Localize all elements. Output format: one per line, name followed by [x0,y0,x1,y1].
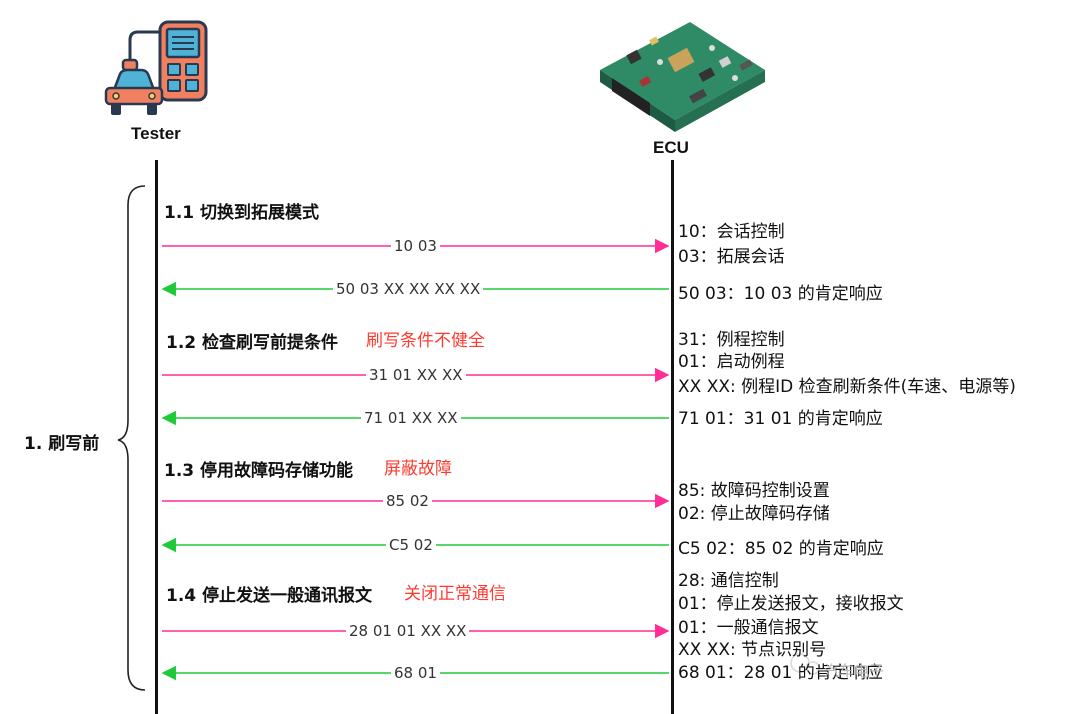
ecu-label: ECU [653,138,689,157]
ecu-lifeline [671,160,674,714]
step-title: 1.1 切换到拓展模式 [164,203,320,223]
request-label: 28 01 01 XX XX [346,622,470,640]
phase-label: 1. 刷写前 [24,434,100,454]
step-note: 关闭正常通信 [404,584,506,604]
request-label: 31 01 XX XX [366,366,466,384]
response-annotation: C5 02：85 02 的肯定响应 [678,539,884,559]
response-annotation: 50 03：10 03 的肯定响应 [678,284,883,304]
step-title: 1.3 停用故障码存储功能 [164,461,354,481]
step-title: 1.2 检查刷写前提条件 [166,333,339,353]
ecu-circuit-board-icon [600,22,765,132]
response-label: C5 02 [386,536,436,554]
request-annotation: XX XX: 节点识别号 [678,640,827,660]
request-annotation: 31：例程控制 [678,330,785,350]
request-label: 10 03 [391,237,440,255]
request-annotation: 03：拓展会话 [678,247,785,267]
tester-label: Tester [131,124,181,143]
response-label: 68 01 [391,664,440,682]
step-title: 1.4 停止发送一般通讯报文 [166,586,373,606]
watermark-text: 汽车电子 [824,662,885,680]
car-diagnostic-tester-icon [104,20,208,115]
request-annotation: 28: 通信控制 [678,571,779,591]
tester-lifeline [155,160,158,714]
request-annotation: 01：一般通信报文 [678,618,819,638]
response-label: 71 01 XX XX [361,409,461,427]
request-annotation: 85: 故障码控制设置 [678,481,830,501]
request-annotation: 02: 停止故障码存储 [678,504,830,524]
request-annotation: 10：会话控制 [678,222,785,242]
response-annotation: 71 01：31 01 的肯定响应 [678,409,883,429]
request-annotation: 01：启动例程 [678,352,785,372]
response-annotation: 68 01：28 01 的肯定响应 [678,663,883,683]
step-note: 刷写条件不健全 [366,331,485,351]
request-annotation: 01：停止发送报文，接收报文 [678,594,904,614]
request-label: 85 02 [383,492,432,510]
step-note: 屏蔽故障 [384,459,452,479]
response-label: 50 03 XX XX XX XX [333,280,484,298]
phase-brace [117,185,146,691]
request-annotation: XX XX: 例程ID 检查刷新条件(车速、电源等) [678,377,1016,397]
watermark-logo-icon [790,653,820,675]
